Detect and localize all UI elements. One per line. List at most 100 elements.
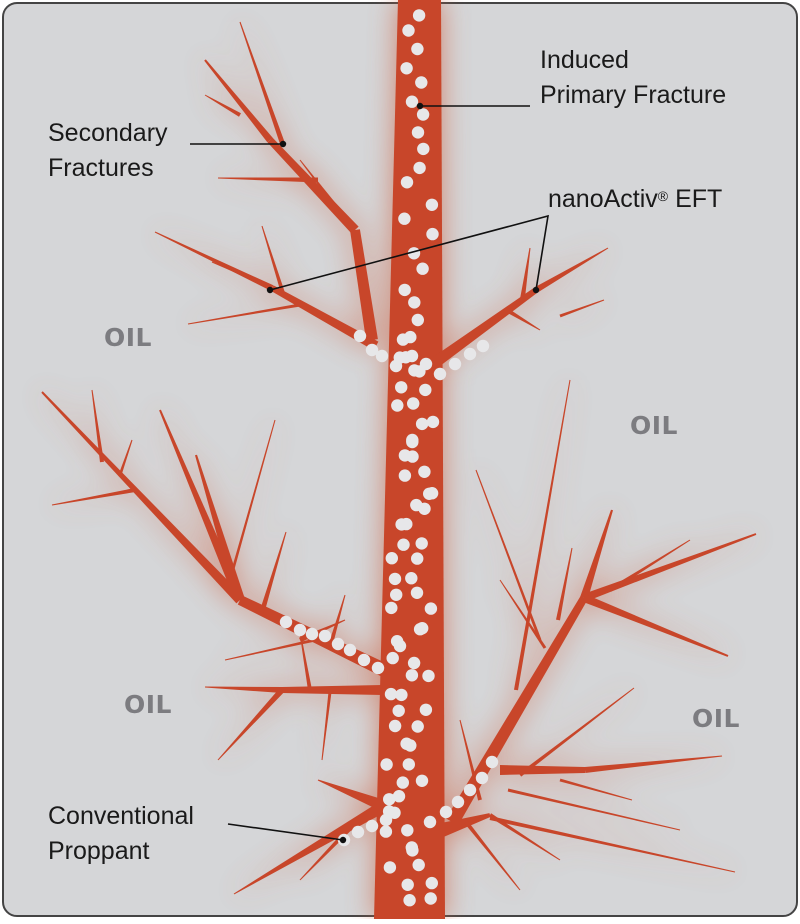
secondary-fracture-branch xyxy=(582,533,757,602)
secondary-fracture-branch xyxy=(205,686,283,693)
proppant-particle xyxy=(388,719,402,733)
proppant-particle xyxy=(398,212,411,225)
proppant-particle xyxy=(390,635,404,648)
oil-region-lower-left: OIL xyxy=(124,690,172,719)
proppant-particle xyxy=(413,161,426,175)
secondary-fractures-label: Secondary Fractures xyxy=(48,116,168,186)
secondary-fracture-branch xyxy=(489,816,736,873)
proppant-particle xyxy=(389,359,403,373)
proppant-particle xyxy=(415,76,428,89)
secondary-fracture-branch xyxy=(509,310,541,331)
proppant-particle xyxy=(403,894,416,907)
proppant-particle xyxy=(398,449,412,462)
oil-region-upper-right: OIL xyxy=(630,411,678,440)
proppant-particle xyxy=(392,790,406,803)
secondary-fracture-branch xyxy=(534,247,609,293)
proppant-particle xyxy=(404,739,417,752)
proppant-particle xyxy=(357,653,371,667)
proppant-particle xyxy=(388,572,402,586)
proppant-particle xyxy=(410,586,424,599)
proppant-particle xyxy=(417,142,430,156)
proppant-particle xyxy=(463,783,477,797)
proppant-particle xyxy=(419,383,432,397)
proppant-particle xyxy=(395,381,408,394)
secondary-fracture-branch xyxy=(118,439,133,476)
proppant-particle xyxy=(426,227,439,241)
induced-primary-fracture-line2: Primary Fracture xyxy=(540,81,727,109)
nanoactiv-eft-label: nanoActiv® EFT xyxy=(548,179,722,217)
proppant-particle xyxy=(401,878,414,891)
secondary-fracture-branch xyxy=(580,509,613,600)
proppant-particle xyxy=(415,417,429,431)
secondary-fracture-branch xyxy=(51,488,136,506)
secondary-fracture-branch xyxy=(475,469,542,641)
secondary-fracture-branch xyxy=(488,813,561,861)
secondary-fracture-branch xyxy=(418,287,538,377)
proppant-particle xyxy=(422,669,435,683)
secondary-fracture-branch xyxy=(446,596,588,826)
proppant-particle xyxy=(305,627,319,641)
proppant-particle xyxy=(383,861,397,874)
secondary-fracture-branch xyxy=(91,389,104,463)
proppant-particle xyxy=(419,357,433,371)
conventional-proppant-label: Conventional Proppant xyxy=(48,799,194,869)
secondary-fracture-branch xyxy=(559,778,633,801)
induced-primary-fracture-line1: Induced xyxy=(540,46,629,74)
nanoactiv-suffix: EFT xyxy=(668,185,723,213)
secondary-fracture-branch xyxy=(217,688,285,761)
proppant-particle xyxy=(448,357,462,371)
proppant-particle xyxy=(385,552,398,565)
secondary-fracture-branch xyxy=(239,21,286,146)
secondary-fracture-branch xyxy=(41,391,244,604)
secondary-fracture-branch xyxy=(187,303,301,325)
secondary-fracture-branch xyxy=(519,247,531,303)
secondary-fracture-branch xyxy=(233,800,387,895)
leader-nanoactiv-eft-dot xyxy=(266,286,274,294)
proppant-particle xyxy=(425,487,439,500)
proppant-particle xyxy=(293,623,307,637)
proppant-particles xyxy=(279,9,499,907)
proppant-particle xyxy=(371,661,385,675)
proppant-particle xyxy=(405,349,419,363)
proppant-particle xyxy=(412,858,425,872)
secondary-fracture-branch xyxy=(282,685,384,695)
secondary-fracture-branch xyxy=(464,820,521,891)
proppant-particle xyxy=(405,669,419,682)
proppant-particle xyxy=(379,813,393,827)
secondary-fractures-line2: Fractures xyxy=(48,154,154,182)
secondary-fracture-branch xyxy=(261,225,285,294)
induced-primary-fracture-label: Induced Primary Fracture xyxy=(540,43,726,113)
proppant-particle xyxy=(279,615,293,629)
proppant-particle xyxy=(411,720,424,733)
secondary-fracture-branch xyxy=(608,539,691,592)
oil-region-upper-left: OIL xyxy=(104,323,152,352)
proppant-particle xyxy=(416,108,430,121)
secondary-fracture-branch xyxy=(439,813,491,837)
proppant-particle xyxy=(412,9,426,22)
secondary-fracture-branch xyxy=(224,638,316,661)
proppant-particle xyxy=(318,629,332,643)
proppant-particle xyxy=(365,343,379,357)
leader-nanoactiv-eft xyxy=(269,214,549,291)
proppant-particle xyxy=(424,892,437,905)
proppant-particle xyxy=(353,329,367,343)
proppant-particle xyxy=(400,176,414,189)
leader-nanoactiv-eft-dot-right xyxy=(532,286,540,294)
proppant-particle xyxy=(451,795,465,809)
proppant-particle xyxy=(351,825,365,839)
secondary-fracture-branch xyxy=(518,687,635,777)
proppant-particle xyxy=(398,283,411,297)
secondary-fracture-branch xyxy=(195,454,245,602)
proppant-particle xyxy=(380,758,393,771)
proppant-particle xyxy=(418,465,431,478)
proppant-particle xyxy=(424,602,438,615)
proppant-particle xyxy=(433,367,447,381)
secondary-fracture-branch xyxy=(270,285,379,351)
secondary-fracture-branch xyxy=(267,137,359,234)
proppant-particle xyxy=(395,688,408,702)
proppant-particle xyxy=(388,806,401,819)
secondary-fracture-branch xyxy=(204,59,273,143)
proppant-particle xyxy=(390,588,403,601)
proppant-particle xyxy=(408,296,421,309)
